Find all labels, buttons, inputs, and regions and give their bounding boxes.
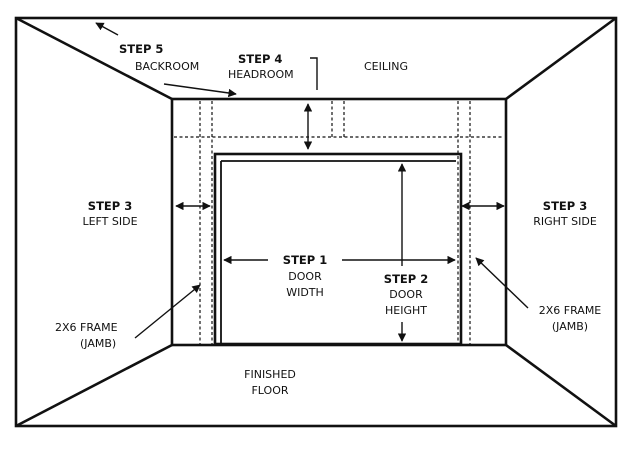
step3-left-title: STEP 3 — [88, 199, 132, 213]
ceiling-right-edge — [505, 16, 617, 101]
right-frame-line1: 2X6 FRAME — [539, 304, 602, 317]
step2-line2: HEIGHT — [385, 304, 427, 317]
right-frame-line2: (JAMB) — [552, 320, 588, 333]
step3-left-text: LEFT SIDE — [82, 215, 137, 228]
ceiling-label: CEILING — [364, 60, 408, 73]
back-wall — [170, 97, 508, 347]
backroom-arrow-left — [95, 22, 119, 36]
floor-line1: FINISHED — [244, 368, 296, 381]
left-frame-line1: 2X6 FRAME — [55, 321, 118, 334]
left-frame-line2: (JAMB) — [80, 337, 116, 350]
floor-left-edge — [15, 343, 173, 428]
step1-title: STEP 1 — [283, 253, 327, 267]
step4-title: STEP 4 — [238, 52, 282, 66]
framing-dashed — [174, 101, 504, 344]
step1-line2: WIDTH — [286, 286, 324, 299]
step1-line1: DOOR — [288, 270, 322, 283]
floor-line2: FLOOR — [251, 384, 288, 397]
headroom-leader — [310, 57, 318, 90]
step5-title: STEP 5 — [119, 42, 163, 56]
backroom-arrow-right — [163, 83, 237, 98]
labels: STEP 5 BACKROOM STEP 4 HEADROOM CEILING … — [55, 42, 601, 397]
right-jamb-leader — [475, 257, 529, 309]
floor-right-edge — [505, 343, 617, 428]
step3-right-text: RIGHT SIDE — [533, 215, 597, 228]
ceiling-left-edge — [15, 16, 173, 101]
step5-text: BACKROOM — [135, 60, 199, 73]
door-frame — [213, 152, 463, 346]
measurement-arrows — [95, 22, 529, 342]
step2-title: STEP 2 — [384, 272, 428, 286]
outer-wall-frame — [14, 16, 618, 428]
step2-line1: DOOR — [389, 288, 423, 301]
step3-right-title: STEP 3 — [543, 199, 587, 213]
garage-door — [213, 152, 463, 346]
step4-text: HEADROOM — [228, 68, 294, 81]
left-jamb-leader — [134, 284, 201, 339]
